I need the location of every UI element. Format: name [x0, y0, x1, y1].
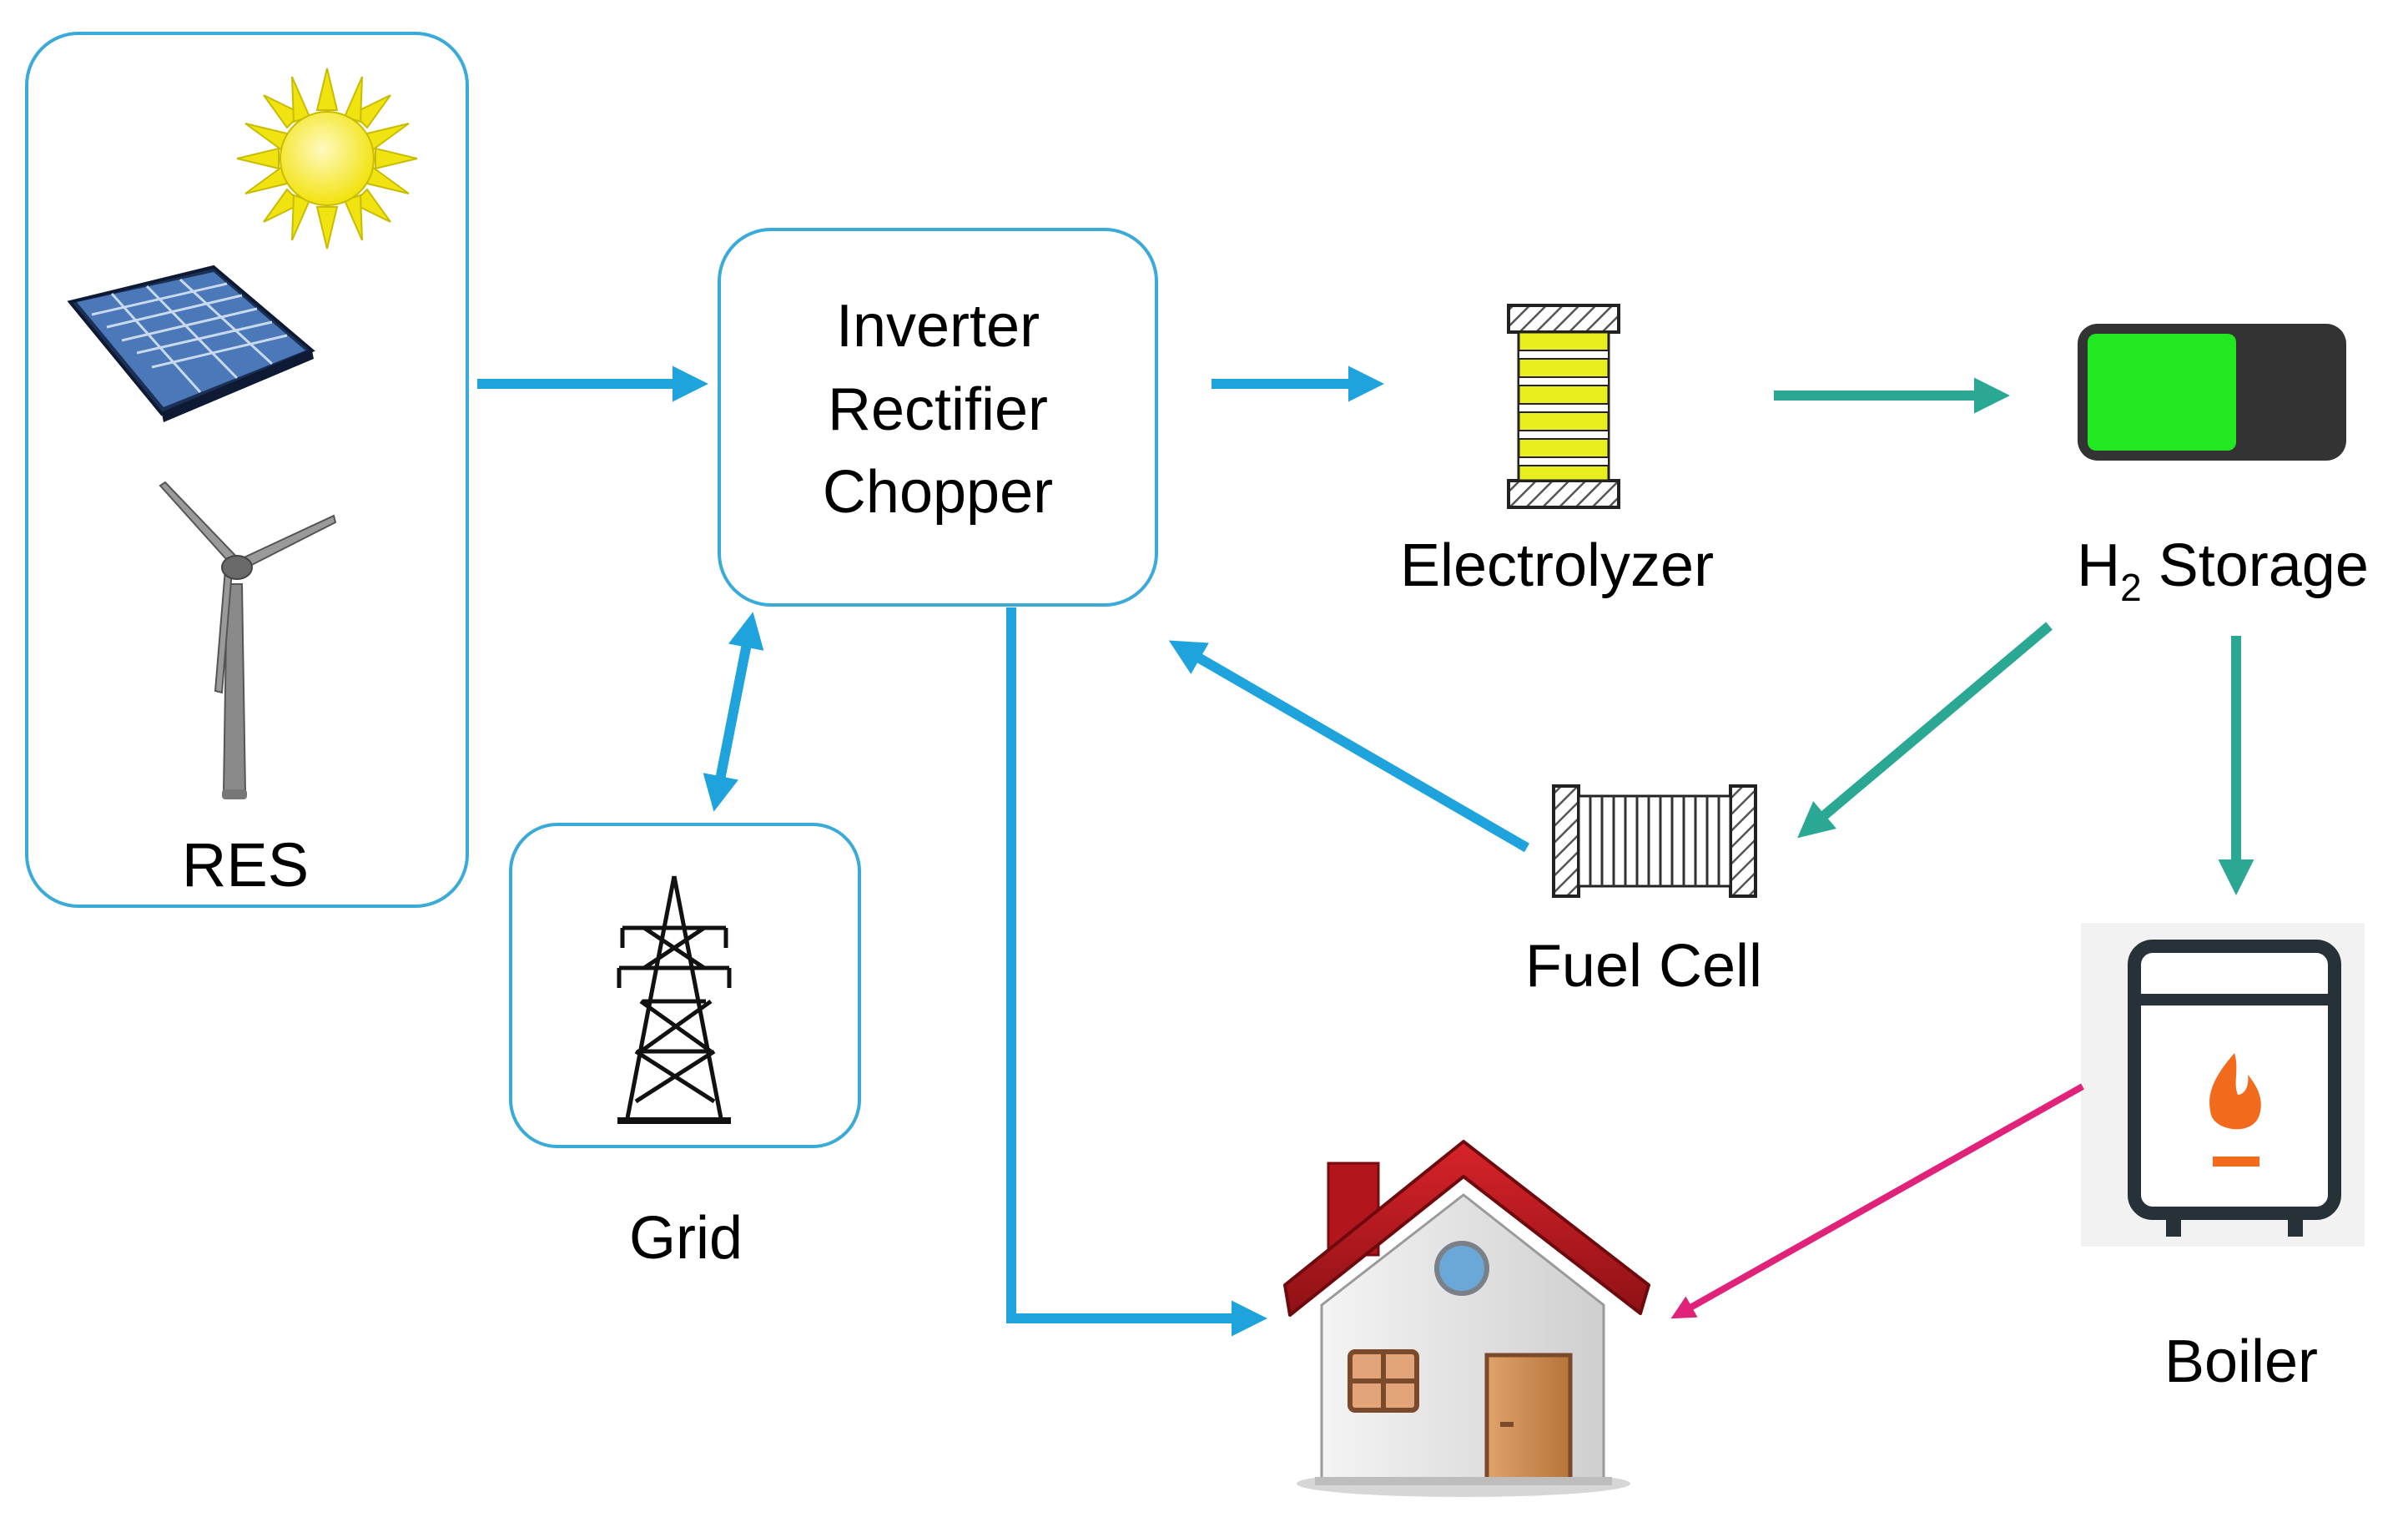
h2-tank-icon — [2078, 324, 2346, 461]
boiler-label: Boiler — [2164, 1328, 2318, 1395]
arrow-storage-to-fuelcell — [1797, 622, 2053, 839]
boiler-icon — [2081, 923, 2365, 1247]
wind-turbine-icon — [159, 481, 337, 799]
res-label: RES — [182, 830, 309, 900]
sun-icon — [236, 68, 418, 249]
arrow-converter-grid-bidirectional — [703, 612, 764, 812]
solar-panel-icon — [67, 265, 315, 422]
electrolyzer-label: Electrolyzer — [1400, 532, 1714, 599]
grid-label: Grid — [629, 1205, 743, 1272]
house-icon — [1283, 1140, 1650, 1497]
power-tower-icon — [617, 875, 732, 1124]
h2-storage-label: H2 Storage — [2077, 532, 2369, 609]
h2-storage-label-h: H — [2077, 532, 2120, 599]
arrow-fuelcell-to-converter — [1168, 640, 1530, 853]
electrolyzer-icon — [1507, 304, 1620, 509]
flow-arrows — [477, 365, 2254, 1337]
fuel-cell-icon — [1552, 784, 1757, 898]
res-box: RES — [25, 32, 469, 908]
grid-box — [509, 823, 861, 1148]
arrow-boiler-to-house — [1670, 1083, 2084, 1319]
h2-storage-label-sub: 2 — [2120, 566, 2142, 609]
h2-storage-label-rest: Storage — [2142, 532, 2369, 599]
converter-box: Inverter Rectifier Chopper — [718, 228, 1158, 607]
arrow-converter-to-house — [1006, 607, 1267, 1337]
converter-label-line3: Chopper — [823, 459, 1053, 526]
converter-label-line2: Rectifier — [828, 376, 1048, 443]
fuel-cell-label: Fuel Cell — [1525, 933, 1762, 1000]
converter-label-line1: Inverter — [836, 293, 1040, 360]
